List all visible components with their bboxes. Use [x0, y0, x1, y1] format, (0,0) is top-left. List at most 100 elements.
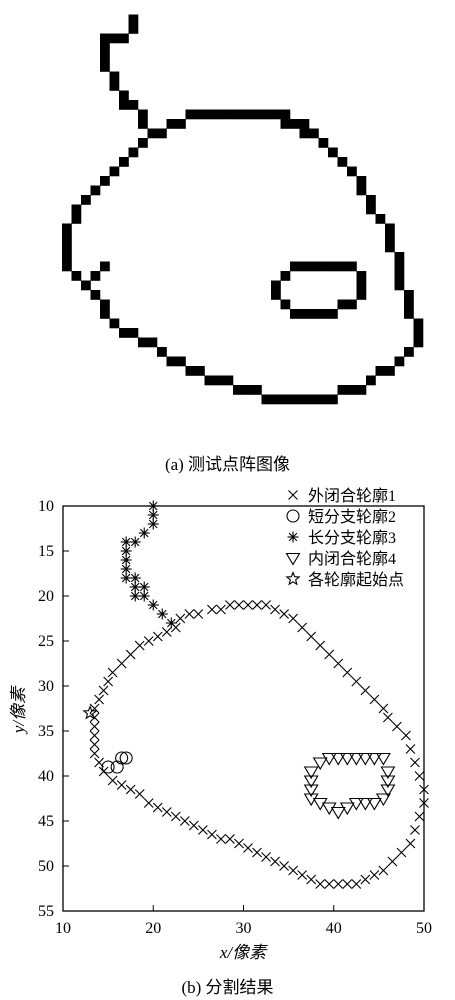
matrix-pixel [157, 347, 167, 357]
outer-contour-point [134, 640, 145, 651]
matrix-pixel [347, 166, 357, 177]
matrix-pixel [413, 318, 424, 329]
matrix-pixel [138, 337, 148, 348]
outer-contour-point [392, 721, 402, 732]
outer-contour-point [315, 640, 326, 651]
matrix-pixel [119, 100, 129, 110]
outer-contour-point [89, 703, 100, 714]
matrix-pixel [337, 261, 348, 272]
matrix-pixel [271, 109, 281, 120]
matrix-pixel [299, 119, 310, 129]
outer-contour-point [234, 838, 244, 849]
outer-contour-point [351, 879, 362, 889]
matrix-pixel [385, 223, 395, 234]
legend-marker-outer-contour-point [288, 490, 298, 500]
matrix-pixel [404, 347, 414, 357]
outer-contour-point [306, 631, 317, 642]
inner-contour-point [380, 775, 396, 789]
legend-label: 长分支轮廓3 [308, 529, 396, 547]
outer-contour-point [94, 694, 104, 705]
outer-contour-point [419, 798, 429, 808]
inner-contour-point [375, 752, 391, 766]
matrix-pixel [214, 109, 224, 120]
outer-contour-point [107, 667, 118, 678]
inner-contour-point [303, 793, 319, 807]
y-tick-label: 55 [38, 903, 54, 920]
outer-contour-point [261, 852, 271, 862]
outer-contour-point [243, 843, 253, 853]
outer-contour-point [333, 879, 344, 889]
matrix-pixel [290, 261, 300, 272]
outer-contour-point [360, 874, 371, 885]
outer-contour-point [410, 825, 420, 835]
matrix-pixel [404, 309, 414, 319]
outer-contour-point [342, 667, 353, 678]
matrix-pixel [119, 157, 129, 167]
y-tick-label: 45 [38, 813, 54, 830]
matrix-pixel [404, 299, 414, 310]
matrix-pixel [147, 337, 158, 348]
matrix-pixel [252, 109, 262, 120]
matrix-pixel [385, 233, 395, 243]
matrix-pixel [100, 33, 110, 44]
matrix-pixel [328, 147, 338, 158]
inner-contour-point [330, 752, 346, 766]
long-branch-point [147, 599, 159, 611]
y-axis-label: y/像素 [9, 685, 28, 735]
matrix-pixel [185, 109, 196, 120]
outer-contour-point [107, 775, 118, 786]
legend-marker-start-point [285, 570, 301, 586]
matrix-pixel [375, 366, 386, 376]
matrix-pixel [62, 242, 72, 253]
test-dot-matrix-image [62, 14, 424, 405]
matrix-pixel [280, 119, 291, 129]
matrix-pixel [394, 280, 405, 291]
matrix-pixel [223, 375, 234, 386]
matrix-pixel [271, 280, 281, 291]
matrix-pixel [280, 394, 291, 405]
outer-contour-point [225, 600, 235, 610]
matrix-pixel [109, 166, 120, 177]
short-branch-point [101, 760, 115, 774]
y-tick-label: 50 [38, 858, 54, 875]
x-axis-label: x/像素 [219, 943, 268, 962]
matrix-pixel [290, 309, 300, 319]
matrix-pixel [328, 261, 338, 272]
matrix-pixel [109, 71, 120, 82]
matrix-pixel [62, 233, 72, 243]
outer-contour-point [279, 609, 290, 619]
outer-contour-point [188, 820, 199, 831]
matrix-pixel [214, 375, 224, 386]
outer-contour-point [89, 712, 100, 723]
matrix-pixel [252, 385, 262, 395]
outer-contour-point [170, 811, 181, 822]
matrix-pixel [223, 109, 234, 120]
y-tick-label: 40 [38, 768, 54, 785]
outer-contour-point [125, 784, 136, 795]
matrix-pixel [299, 309, 310, 319]
inner-contour-point [348, 797, 364, 811]
long-branch-point [120, 545, 132, 557]
inner-contour-point [357, 797, 373, 811]
outer-contour-point [261, 600, 271, 610]
outer-contour-point [252, 600, 262, 610]
matrix-pixel [347, 299, 357, 310]
matrix-pixel [176, 356, 186, 367]
matrix-pixel [138, 109, 148, 120]
outer-contour-point [152, 631, 163, 642]
long-branch-point [120, 554, 132, 566]
inner-contour-point [312, 797, 328, 811]
matrix-pixel [195, 109, 205, 120]
matrix-pixel [100, 261, 110, 272]
outer-contour-point [89, 739, 100, 750]
matrix-pixel [71, 204, 82, 215]
inner-contour-point [357, 752, 373, 766]
matrix-pixel [109, 318, 120, 329]
long-branch-point [165, 617, 177, 629]
legend-marker-short-branch-point [286, 509, 300, 523]
inner-contour-point [339, 752, 355, 766]
outer-contour-point [414, 811, 425, 822]
outer-contour-point [351, 676, 362, 687]
matrix-pixel [233, 109, 243, 120]
